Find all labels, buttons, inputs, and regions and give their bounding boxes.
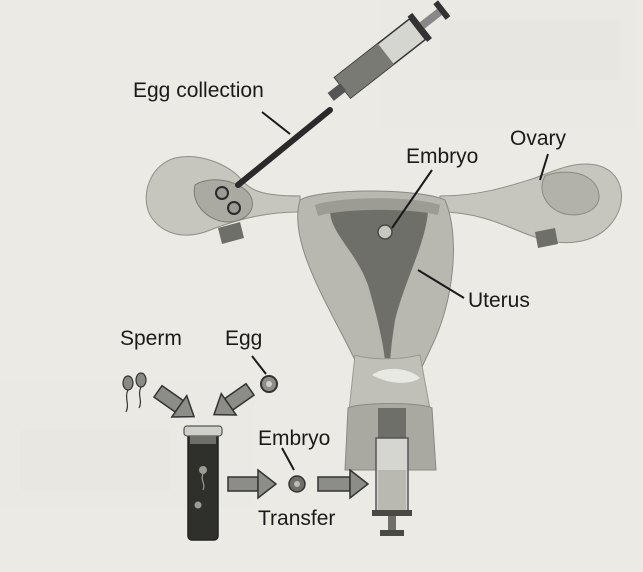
label-embryo-bottom: Embryo <box>258 428 330 449</box>
label-embryo-top: Embryo <box>406 146 478 167</box>
label-egg-collection: Egg collection <box>133 80 264 101</box>
egg-cell-core <box>266 381 272 387</box>
label-ovary: Ovary <box>510 128 566 149</box>
uterus-embryo <box>378 225 392 239</box>
ovary-egg-1 <box>216 187 228 199</box>
ovary-egg-2 <box>228 202 240 214</box>
label-egg: Egg <box>225 328 262 349</box>
label-uterus: Uterus <box>468 290 530 311</box>
test-tube <box>184 426 222 540</box>
label-sperm: Sperm <box>120 328 182 349</box>
transfer-embryo-core <box>294 481 300 487</box>
label-transfer: Transfer <box>258 508 335 529</box>
